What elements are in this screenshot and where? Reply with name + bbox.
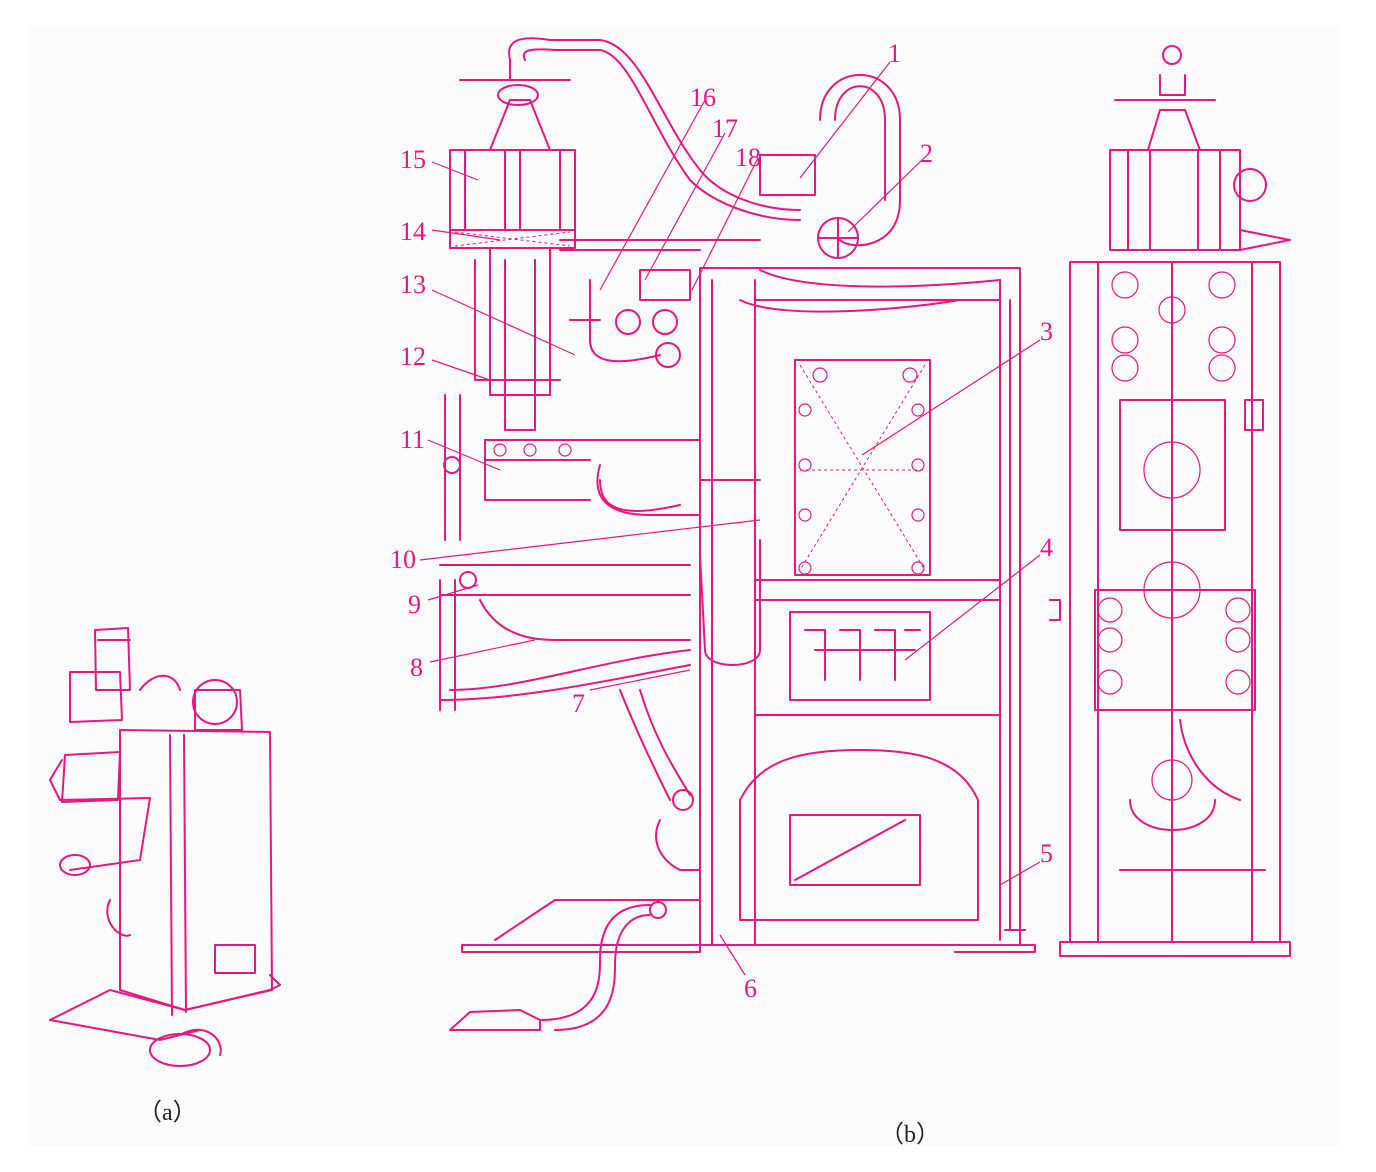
leader-lines (419, 61, 1041, 976)
callout-2: 2 (920, 139, 933, 168)
callout-3: 3 (1040, 317, 1053, 346)
callouts: 1 2 3 4 5 6 7 8 9 10 11 12 13 14 15 16 1… (390, 39, 1053, 1003)
callout-17: 17 (712, 114, 738, 143)
callout-14: 14 (400, 217, 426, 246)
side-view-b (439, 37, 1036, 1031)
callout-15: 15 (400, 145, 426, 174)
callout-13: 13 (400, 270, 426, 299)
callout-7: 7 (572, 689, 585, 718)
figure-background (28, 26, 1340, 1146)
callout-9: 9 (408, 590, 421, 619)
caption-a: （a） (138, 1100, 197, 1126)
callout-18: 18 (735, 143, 761, 172)
perspective-view-a (49, 627, 281, 1067)
callout-1: 1 (888, 39, 901, 68)
caption-b: （b） (880, 1122, 940, 1148)
callout-8: 8 (410, 653, 423, 682)
callout-11: 11 (400, 425, 425, 454)
front-view-b (1049, 45, 1291, 957)
callout-10: 10 (390, 545, 416, 574)
callout-16: 16 (690, 83, 716, 112)
callout-6: 6 (744, 974, 757, 1003)
callout-4: 4 (1040, 533, 1053, 562)
callout-12: 12 (400, 342, 426, 371)
callout-5: 5 (1040, 839, 1053, 868)
